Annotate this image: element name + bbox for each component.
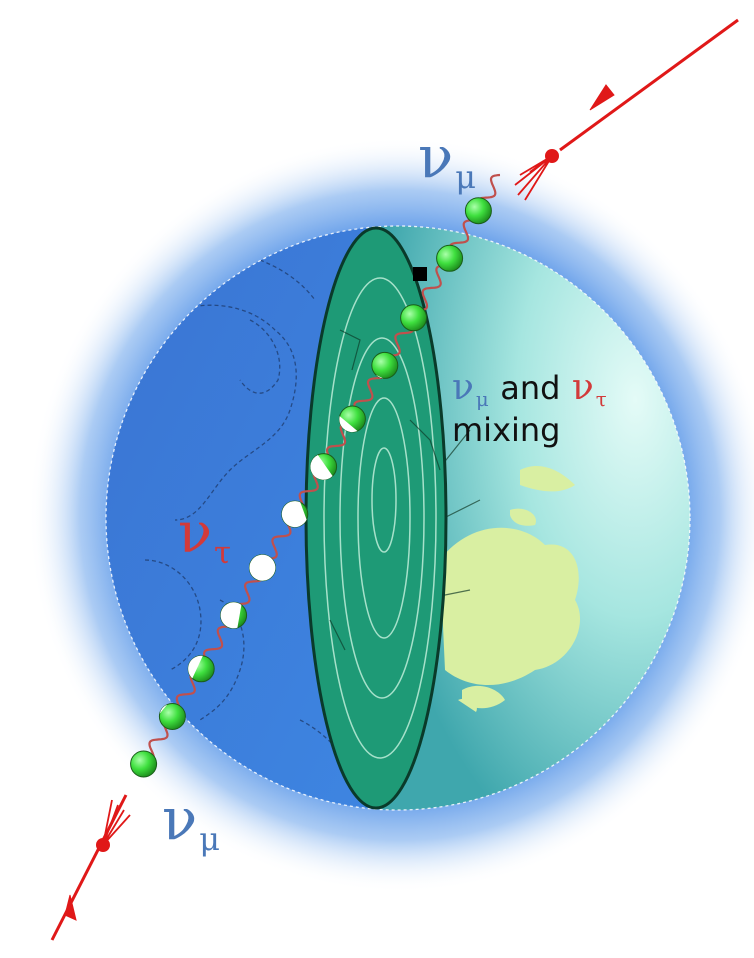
neutrino-ball-icon	[158, 703, 186, 730]
earth-cross-section	[304, 226, 448, 810]
neutrino-ball-white-part	[188, 655, 203, 679]
neutrino-ball-icon	[187, 655, 215, 683]
mixing-word: mixing	[452, 410, 561, 449]
neutrino-ball-icon	[130, 750, 158, 778]
neutrino-ball-white-part	[249, 554, 276, 581]
nu-symbol: ν	[162, 785, 198, 853]
red-arrow-icon-bottom	[50, 794, 131, 941]
mu-subscript: μ	[199, 820, 220, 859]
neutrino-ball-icon	[464, 197, 492, 225]
neutrino-ball-icon	[220, 601, 248, 629]
neutrino-ball-icon	[371, 351, 399, 379]
nu-mu-symbol: ν	[452, 367, 474, 408]
tau-subscript: τ	[214, 534, 232, 571]
neutrino-ball-icon	[338, 405, 366, 433]
nu-symbol: ν	[418, 123, 454, 191]
nu-tau-label: ντ	[178, 506, 231, 569]
neutrino-ball-white-part	[220, 602, 242, 629]
neutrino-ball-icon	[281, 500, 309, 528]
neutrino-ball-white-part	[375, 374, 384, 379]
interaction-point-marker	[413, 267, 427, 281]
nu-mu-label-top: νμ	[418, 128, 476, 194]
globe-outline	[105, 225, 691, 811]
and-word: and	[500, 369, 561, 407]
neutrino-particles	[130, 197, 492, 778]
neutrino-ball-white-part	[159, 704, 168, 714]
neutrino-ball-icon	[248, 554, 276, 582]
land-masses	[440, 465, 581, 712]
nu-mu-label-bottom: νμ	[162, 790, 220, 856]
neutrino-ball-white-part	[281, 501, 307, 528]
neutrino-ball-white-part	[310, 454, 333, 480]
neutrino-ball-icon	[436, 244, 464, 272]
neutrino-ball-icon	[400, 304, 428, 332]
neutrino-ball-white-part	[339, 416, 358, 433]
tau-subscript: τ	[595, 387, 607, 411]
mu-subscript: μ	[455, 158, 476, 197]
red-arrow-icon	[514, 18, 739, 201]
nu-tau-symbol: ν	[571, 367, 594, 408]
nu-symbol: ν	[178, 501, 213, 566]
neutrino-ball-icon	[310, 453, 338, 481]
mu-subscript: μ	[475, 387, 489, 411]
